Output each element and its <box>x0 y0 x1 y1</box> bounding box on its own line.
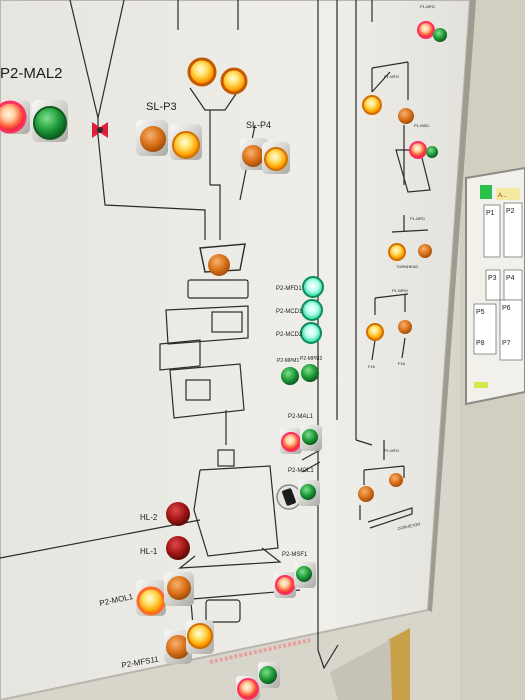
lamp-p2-mpm1-green[interactable] <box>281 367 299 385</box>
lamp-p1-msd-red[interactable] <box>409 141 427 159</box>
label-p1-mfd-b: P1-MFD <box>384 74 399 79</box>
lamp-p2-mal1-red[interactable] <box>280 428 302 454</box>
board-tag: P8 <box>476 340 485 347</box>
lamp-turnhead-orange[interactable] <box>418 244 432 258</box>
lamp-sl-p4-orange[interactable] <box>240 138 268 170</box>
label-hl-2: HL-2 <box>140 513 158 522</box>
lamp-p2-msf1-red[interactable] <box>274 572 296 598</box>
lamp-bottom-red[interactable] <box>236 676 260 700</box>
lamp-turnhead-amber[interactable] <box>388 243 406 261</box>
board-tag: P2 <box>506 208 515 215</box>
lamp-bottom-green[interactable] <box>258 662 280 688</box>
label-p1-mfd-c: P1-MFD <box>410 216 425 221</box>
lamp-p1-top-green[interactable] <box>433 28 447 42</box>
board-tag: P7 <box>502 340 511 347</box>
label-p2-mfd1: P2-MFD1 <box>276 286 302 292</box>
lamp-p2-mpm2-green[interactable] <box>301 364 319 382</box>
lamp-p2-mal2-green[interactable] <box>32 100 68 142</box>
lamp-p2-mol1-orange[interactable] <box>164 572 194 606</box>
label-p2-mpm2: P2-MPM2 <box>300 356 322 362</box>
lamp-p2-msf1-green[interactable] <box>294 562 316 588</box>
lamp-hopper-right-amber[interactable] <box>220 67 248 95</box>
lamp-p2-mal1-green[interactable] <box>300 425 322 451</box>
lamp-p2-mcd1-teal[interactable] <box>301 299 323 321</box>
magnet-icon <box>480 185 492 199</box>
lamp-conveyor-left-orange[interactable] <box>358 486 374 502</box>
board-tag: P1 <box>486 210 495 217</box>
label-p2-mal2: P2-MAL2 <box>0 65 63 82</box>
lamp-p1-top-red[interactable] <box>417 21 435 39</box>
label-p2-mal1: P2-MAL1 <box>288 414 314 420</box>
label-turnhead: TURNHEAD <box>396 264 418 269</box>
lamp-hl-2[interactable] <box>166 502 190 526</box>
lamp-p2-mal2-red[interactable] <box>0 100 30 134</box>
sticky-note <box>496 188 520 200</box>
lamp-conveyor-right-orange[interactable] <box>389 473 403 487</box>
lamp-p1-mfd-amber[interactable] <box>362 95 382 115</box>
label-sl-p4: SL-P4 <box>246 120 271 130</box>
lamp-sl-p4-amber[interactable] <box>262 142 290 174</box>
lamp-p2-mol1-amber[interactable] <box>136 580 166 616</box>
lamp-sl-p3-orange[interactable] <box>136 120 168 156</box>
lamp-p2-mfs11-amber[interactable] <box>186 620 214 654</box>
label-f16: F16 <box>398 361 406 366</box>
board-tag: P4 <box>506 275 515 282</box>
lamp-hl-1[interactable] <box>166 536 190 560</box>
sticky-note-text: A... <box>498 193 507 199</box>
wall-whiteboard: A... <box>465 166 525 406</box>
easel-leg <box>388 628 410 700</box>
lamp-feeder-orange[interactable] <box>208 254 230 276</box>
label-p2-mcd2: P2-MCD2 <box>276 332 303 338</box>
lamp-f16-orange[interactable] <box>398 320 412 334</box>
lamp-p1-msd-green[interactable] <box>426 146 438 158</box>
label-p1-msd: P1-MSD <box>414 123 429 128</box>
label-sl-p3: SL-P3 <box>146 101 177 113</box>
lamp-sl-p3-amber[interactable] <box>170 124 202 160</box>
label-p2-mcd1: P2-MCD1 <box>276 309 303 315</box>
lamp-p2-mfs11-orange[interactable] <box>164 630 192 664</box>
lamp-p1-mfd-orange[interactable] <box>398 108 414 124</box>
selector-switch-p2-mol1[interactable] <box>276 484 302 510</box>
board-tag: P6 <box>502 305 511 312</box>
label-conveyor: CONVEYOR <box>397 521 421 531</box>
lamp-p2-mcd2-teal[interactable] <box>300 322 322 344</box>
lamp-hopper-left-amber[interactable] <box>187 57 217 87</box>
label-p2-mpm1: P2-MPM1 <box>277 358 299 364</box>
lamp-f15-amber[interactable] <box>366 323 384 341</box>
label-p1-mfd-a: P1-MFD <box>420 4 435 9</box>
board-tag: P5 <box>476 309 485 316</box>
label-p1-mfd-d: P1-MFD <box>384 448 399 453</box>
label-p2-mol1: P2-MOL1 <box>288 468 314 474</box>
lamp-p2-mfd1-teal[interactable] <box>302 276 324 298</box>
label-hl-1: HL-1 <box>140 547 158 556</box>
label-p1-mpm: P1-MPM <box>392 288 408 293</box>
valve-icon <box>92 122 108 138</box>
label-f15: F15 <box>368 364 376 369</box>
label-p2-msf1: P2-MSF1 <box>282 552 308 558</box>
lamp-p2-mol1-green[interactable] <box>298 480 320 506</box>
board-tag: P3 <box>488 275 497 282</box>
